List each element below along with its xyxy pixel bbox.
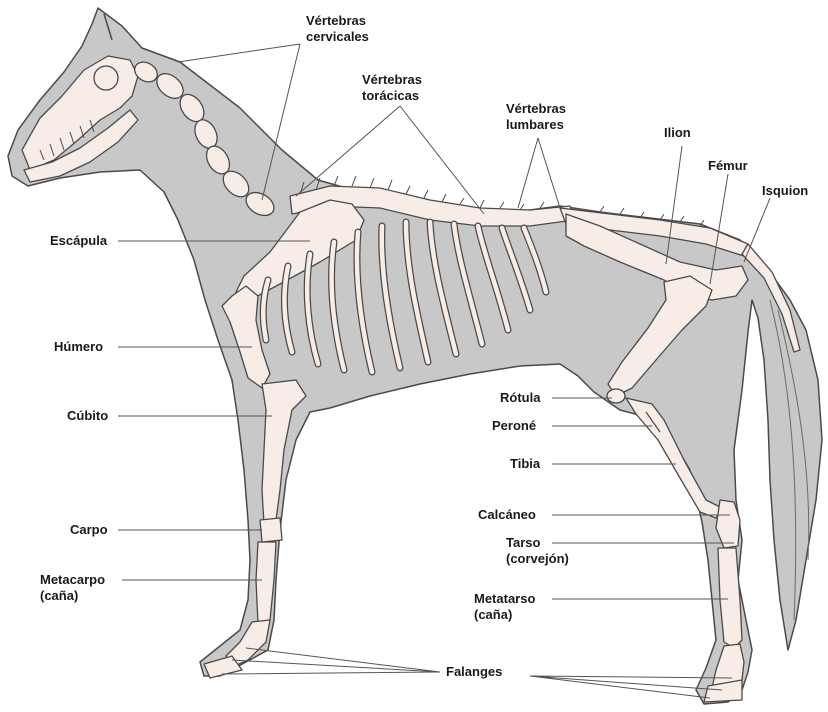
tail-strands: [769, 299, 810, 621]
ribs-fill: [261, 219, 549, 375]
rib-highlight: [427, 219, 459, 357]
leader-vertebras-lumbares: [517, 137, 561, 209]
label-perone: Peroné: [492, 418, 537, 433]
ulna-radius-bone: [261, 379, 307, 525]
rib-highlight: [475, 223, 511, 333]
calcaneus-bone: [715, 499, 741, 549]
label-isquion: Isquion: [762, 183, 809, 198]
label-escapula: Escápula: [50, 233, 108, 248]
label-cubito: Cúbito: [67, 408, 109, 423]
ear-inner-line: [103, 13, 113, 41]
rib-highlight: [261, 277, 271, 343]
carpus-bone: [259, 517, 283, 543]
cervical-vertebra: [134, 61, 158, 83]
rib-highlight: [499, 225, 533, 313]
label-vertebras-lumbares: Vértebras lumbares: [506, 101, 566, 132]
rib-highlight: [329, 239, 347, 373]
cervical-vertebra: [245, 191, 275, 217]
teeth: [39, 119, 95, 161]
humerus-bone: [221, 285, 271, 389]
label-vertebras-toracicas: Vértebras torácicas: [362, 72, 422, 103]
scapula-bone: [235, 199, 365, 301]
label-metacarpo: Metacarpo (caña): [40, 572, 106, 603]
rib-highlight: [282, 263, 295, 355]
femur-bone: [607, 275, 713, 397]
leader-vertebras-cervicales: [177, 43, 301, 201]
skeleton: [21, 55, 801, 703]
label-falanges: Falanges: [446, 664, 503, 679]
label-calcaneo: Calcáneo: [478, 507, 536, 522]
rib-highlight: [451, 221, 485, 347]
fibula-bone: [645, 411, 661, 433]
orbit-bone: [93, 65, 119, 91]
label-vertebras-cervicales: Vértebras cervicales: [306, 13, 369, 44]
leader-lines: [118, 43, 771, 699]
leader-femur: [709, 173, 729, 285]
spinous-processes: [299, 175, 705, 227]
rib-highlight: [304, 251, 321, 367]
cervical-vertebra: [222, 170, 250, 198]
rib-highlight: [521, 225, 549, 295]
cervical-vertebra: [156, 73, 184, 99]
tail-vertebrae: [741, 243, 801, 353]
rib-highlight: [354, 229, 375, 375]
mandible-bone: [23, 109, 139, 183]
leader-ilion: [665, 145, 683, 265]
label-femur: Fémur: [708, 158, 748, 173]
rib-highlight: [379, 223, 403, 371]
rib-highlight: [403, 219, 431, 365]
front-hoof: [203, 655, 243, 679]
pelvis-bone: [565, 213, 749, 301]
label-ilion: Ilion: [664, 125, 691, 140]
leader-vertebras-toracicas: [295, 105, 485, 215]
leader-isquion: [743, 197, 771, 263]
cervical-vertebrae: [134, 61, 275, 217]
leader-falanges-front: [221, 647, 441, 675]
patella-bone: [606, 388, 626, 404]
label-tarso: Tarso (corvejón): [506, 535, 569, 566]
hind-hoof: [703, 679, 743, 703]
leader-falanges-hind: [529, 675, 733, 699]
label-metatarso: Metatarso (caña): [474, 591, 536, 622]
label-carpo: Carpo: [70, 522, 108, 537]
label-humero: Húmero: [54, 339, 104, 354]
front-phalanges-bone: [225, 619, 271, 669]
label-tibia: Tibia: [510, 456, 541, 471]
label-rotula: Rótula: [500, 390, 541, 405]
